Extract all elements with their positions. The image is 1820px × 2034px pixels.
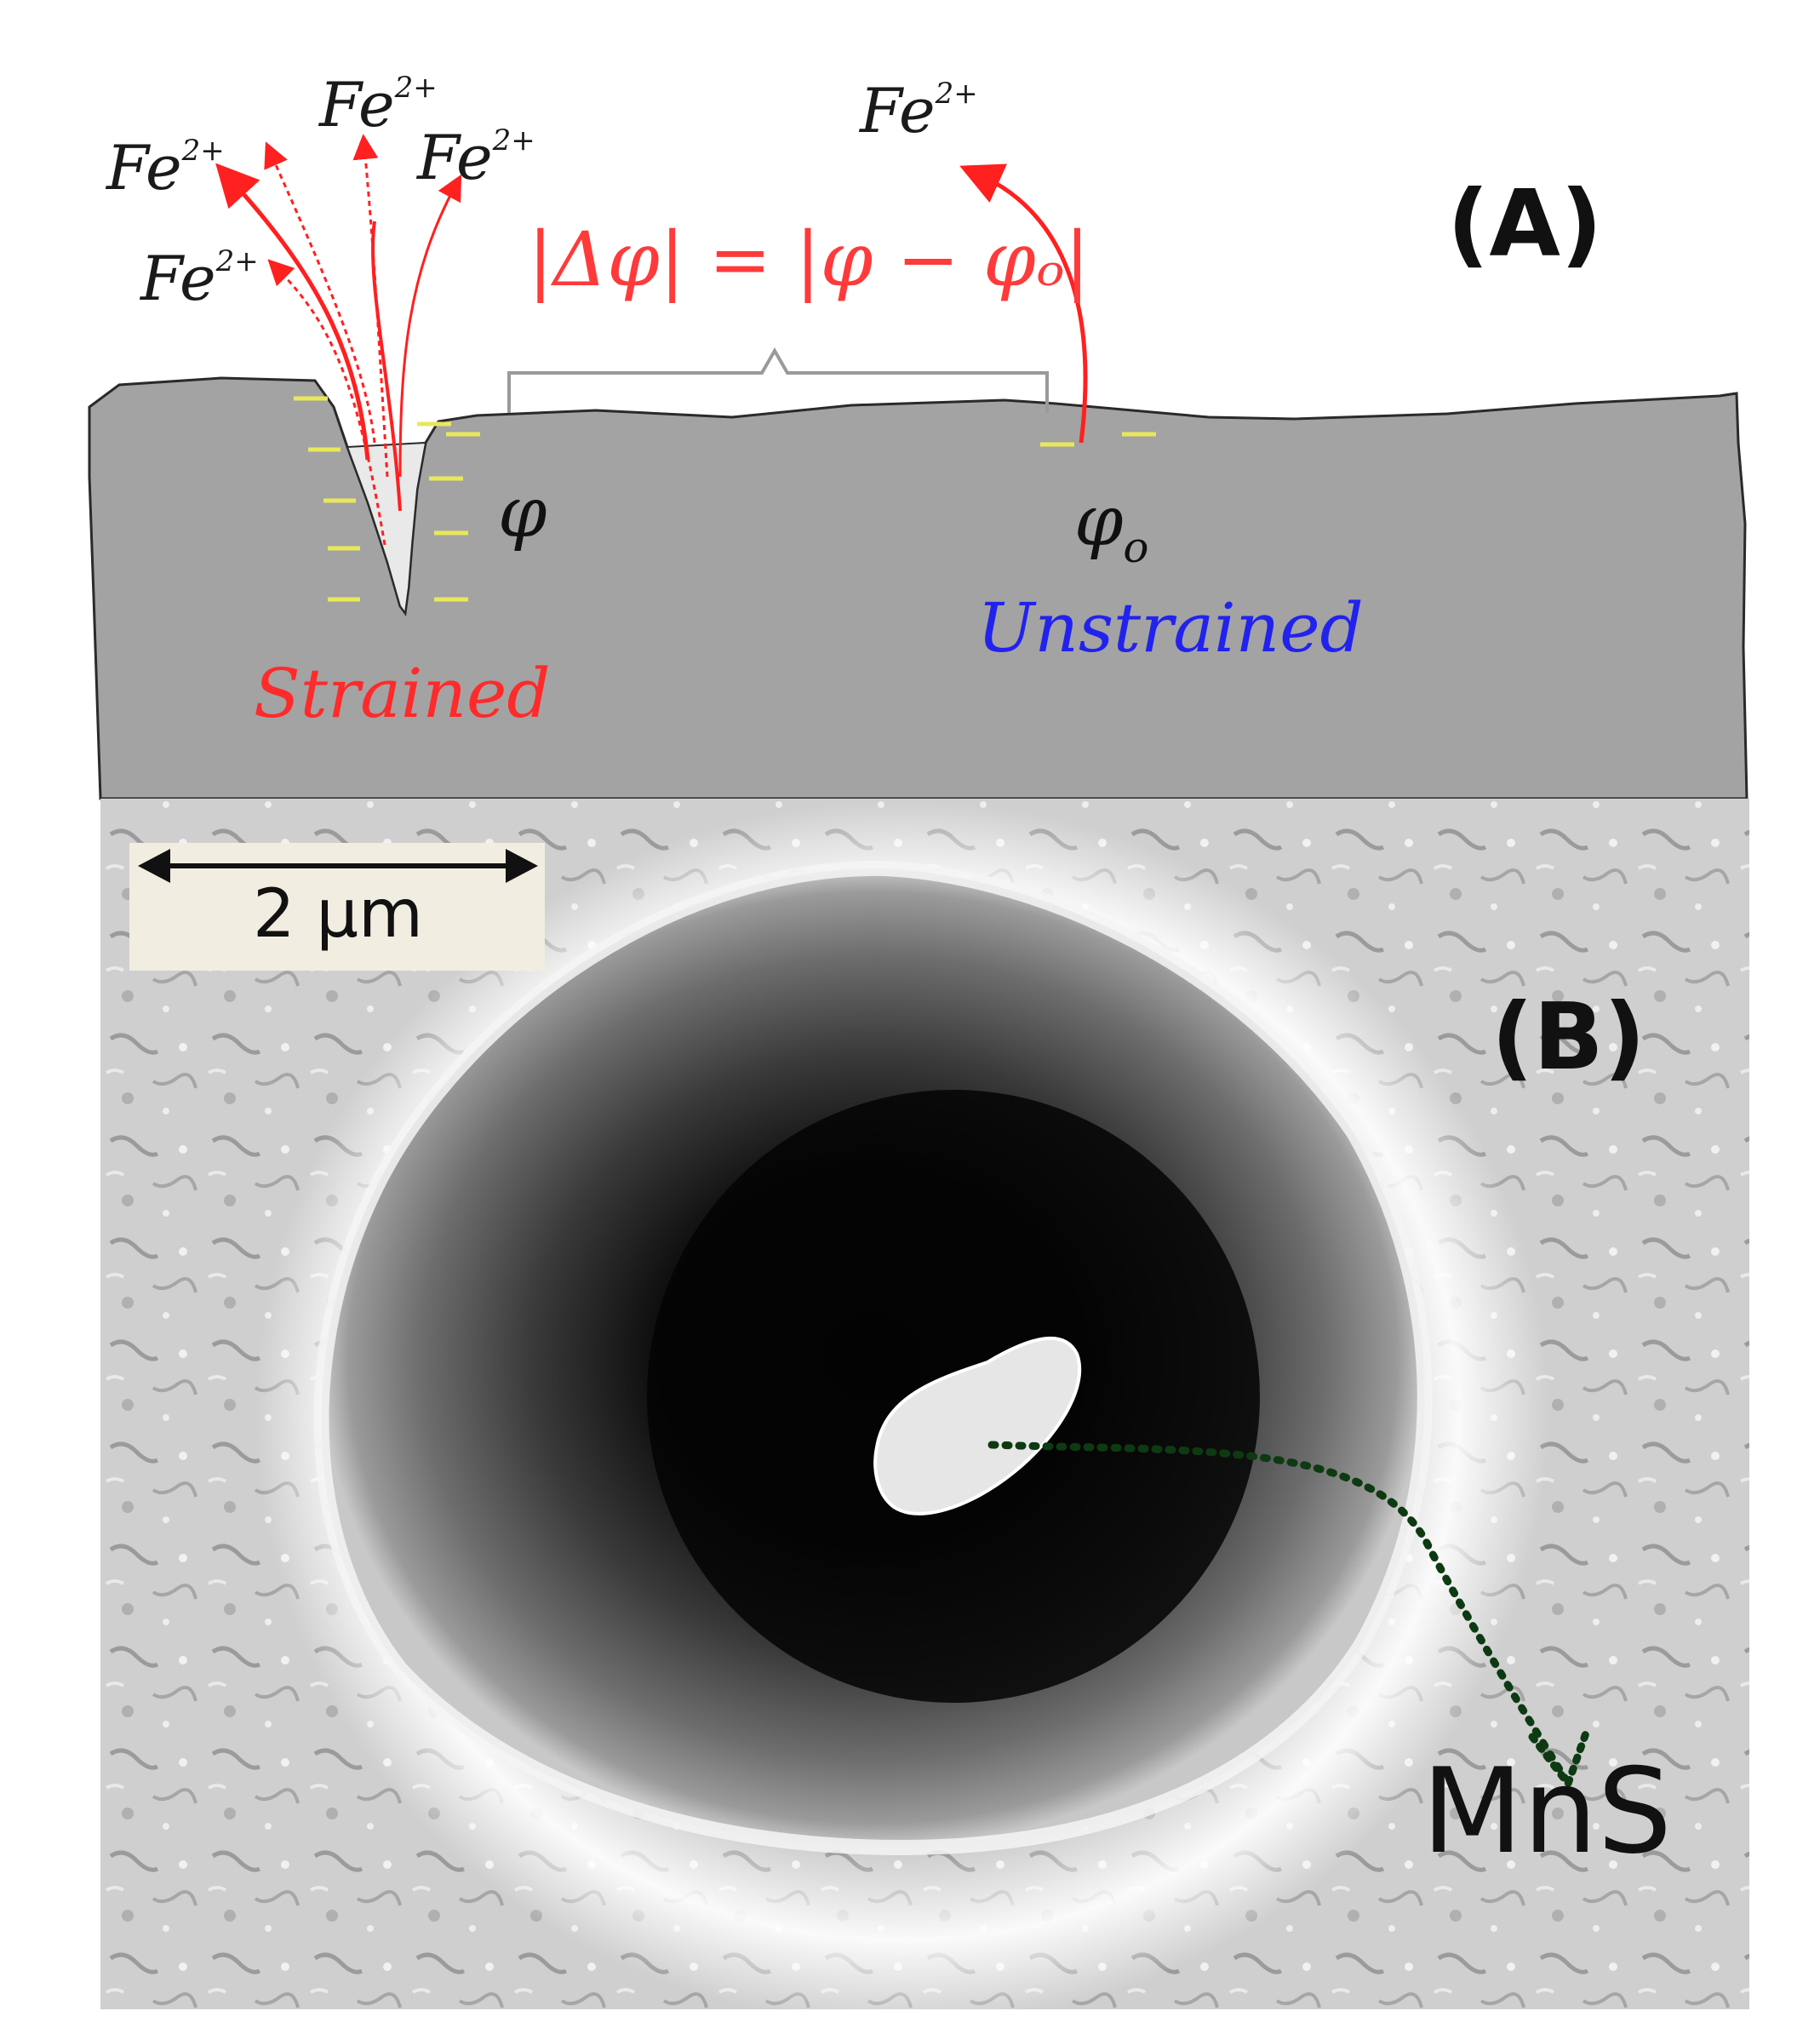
ion-arrows-strained [215, 134, 462, 546]
pit-rim [313, 860, 1433, 1856]
pit-crevice [346, 441, 427, 616]
fe-ion-label-1: Fe2+ [105, 132, 225, 203]
unstrained-label: Unstrained [977, 588, 1364, 667]
mns-label: MnS [1422, 1743, 1672, 1880]
work-function-equation: |Δφ| = |φ − φₒ| [528, 215, 1090, 303]
panel-a-label: (A) [1447, 171, 1602, 278]
mns-pointer-arrow [987, 1441, 1569, 1782]
scale-bar-label: 2 μm [253, 876, 423, 953]
ion-arrow-unstrained [959, 163, 1088, 444]
ion-arrow-3 [352, 134, 389, 478]
fe-ion-label-4: Fe2+ [139, 243, 259, 314]
phi-unstrained: φo [1074, 481, 1149, 572]
charge-dashes [294, 396, 1156, 602]
scale-bar-left-head [138, 849, 170, 883]
mns-inclusion [873, 1336, 1082, 1515]
fe-ion-label-5: Fe2+ [858, 75, 978, 146]
metal-cross-section [88, 376, 1748, 800]
ion-arrow-2 [264, 141, 376, 444]
fe-ion-label-2: Fe2+ [318, 69, 438, 140]
region-brace [507, 347, 1049, 413]
scale-bar-right-head [506, 849, 538, 883]
mns-arrowhead [1528, 1724, 1592, 1792]
fe-ion-label-3: Fe2+ [415, 122, 535, 193]
fe-ion-labels: Fe2+ Fe2+ Fe2+ Fe2+ Fe2+ [105, 69, 978, 314]
panel-a-schematic: Fe2+ Fe2+ Fe2+ Fe2+ Fe2+ |Δφ| = |φ − φₒ|… [88, 69, 1748, 800]
ion-arrow-6 [371, 221, 402, 512]
strained-label: Strained [254, 654, 551, 733]
panel-b-sem-image: MnS 2 μm (B) [100, 799, 1749, 2026]
ion-arrow-1 [215, 163, 370, 461]
ion-arrow-5 [267, 259, 386, 546]
ion-arrow-4 [398, 174, 462, 478]
phi-strained: φ [498, 473, 547, 553]
panel-b-label: (B) [1491, 984, 1645, 1091]
